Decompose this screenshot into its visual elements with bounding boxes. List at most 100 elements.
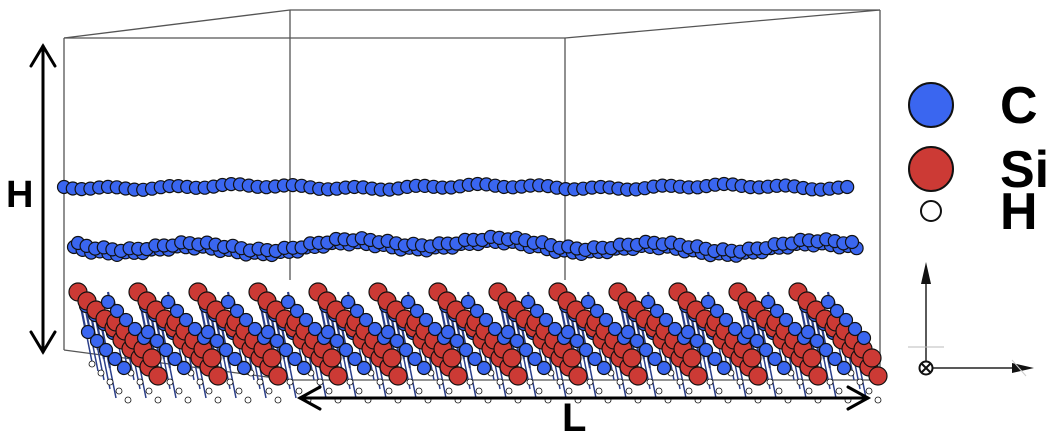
carbon-atom [758,342,774,358]
carbon-atom [587,351,603,367]
carbon-atom [307,321,323,337]
carbon-atom [467,351,483,367]
carbon-atom [580,294,596,310]
hydrogen-atom [655,387,663,395]
hydrogen-atom [616,378,624,386]
hydrogen-atom [415,387,423,395]
arrow-up-icon [908,262,944,368]
carbon-atom [569,333,585,349]
hydrogen-atom [835,387,843,395]
legend-label-carbon: C [1000,77,1038,135]
hydrogen-atom [556,378,564,386]
carbon-atom [709,303,725,319]
legend-label-hydrogen: H [1000,183,1038,241]
carbon-atom [487,321,503,337]
carbon-atom [760,294,776,310]
hydrogen-atom [256,378,264,386]
graphene-layer-lower [66,229,864,263]
carbon-atom [844,234,860,250]
carbon-atom [749,333,765,349]
hydrogen-atom [595,387,603,395]
hydrogen-atom [565,387,573,395]
carbon-atom [149,333,165,349]
carbon-atom [620,324,636,340]
carbon-atom [518,342,534,358]
carbon-atom [347,351,363,367]
carbon-atom [220,294,236,310]
hydrogen-atom [706,378,714,386]
hydrogen-atom [346,378,354,386]
hydrogen-atom [505,387,513,395]
carbon-atom [836,360,852,376]
hydrogen-atom [385,387,393,395]
carbon-atom [536,360,552,376]
carbon-atom [200,324,216,340]
carbon-atom [716,360,732,376]
silicon-atom [742,348,762,368]
silicon-atom [502,348,522,368]
hydrogen-atom [226,378,234,386]
carbon-atom [529,303,545,319]
carbon-atom [427,321,443,337]
carbon-atom [418,312,434,328]
carbon-atom [449,333,465,349]
carbon-atom [140,324,156,340]
hydrogen-atom [286,378,294,386]
length-dimension-arrow [296,385,872,411]
carbon-atom [100,294,116,310]
silicon-atom [862,348,882,368]
hydrogen-atom [865,387,873,395]
carbon-atom [398,342,414,358]
height-label: H [6,174,34,216]
carbon-atom [109,303,125,319]
carbon-atom [698,342,714,358]
carbon-atom [158,342,174,358]
hydrogen-atom [355,387,363,395]
carbon-atom [638,342,654,358]
carbon-atom [127,321,143,337]
hydrogen-atom [736,378,744,386]
hydrogen-atom [496,378,504,386]
silicon-atom-icon [908,146,954,192]
hydrogen-atom [265,387,273,395]
carbon-atom [440,324,456,340]
carbon-atom [856,330,872,346]
hydrogen-atom [316,378,324,386]
silicon-atom [448,366,468,386]
silicon-atom [868,366,888,386]
carbon-atom [538,312,554,328]
carbon-atom [827,351,843,367]
silicon-atom [322,348,342,368]
legend-item-carbon: C [908,80,1038,132]
carbon-atom [247,321,263,337]
carbon-atom [176,360,192,376]
carbon-atom [116,360,132,376]
carbon-atom [218,342,234,358]
silicon-atom [208,366,228,386]
carbon-atom [656,360,672,376]
hydrogen-atom [124,396,132,404]
carbon-atom [238,312,254,328]
carbon-atom [578,342,594,358]
carbon-atom [287,351,303,367]
carbon-atom-icon [908,82,954,128]
legend-label-silicon: Si [1000,141,1050,199]
hydrogen-atom [766,378,774,386]
hydrogen-atom [406,378,414,386]
hydrogen-atom [436,378,444,386]
carbon-atom [296,360,312,376]
carbon-atom [520,294,536,310]
hydrogen-atom [235,387,243,395]
carbon-atom [407,351,423,367]
carbon-atom [98,342,114,358]
silicon-atom [808,366,828,386]
hydrogen-atom-icon [920,200,942,222]
hydrogen-atom [97,369,105,377]
silicon-atom [748,366,768,386]
arrow-right-icon [926,359,1034,377]
carbon-atom [358,312,374,328]
hydrogen-atom [376,378,384,386]
carbon-atom [118,312,134,328]
carbon-atom [680,324,696,340]
carbon-atom [838,312,854,328]
